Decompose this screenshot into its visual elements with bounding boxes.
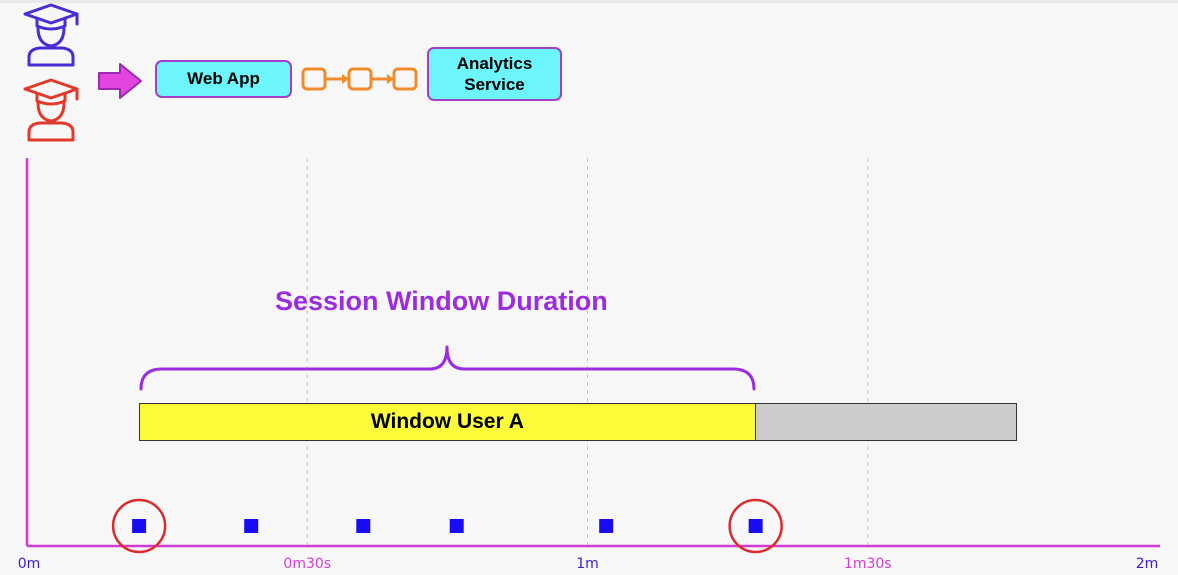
user-a-icon [23,3,79,67]
x-tick-label: 1m [576,556,599,572]
event-marker [449,519,464,533]
window-user-a-bar: Window User A [139,403,756,441]
inactivity-gap-bar [754,403,1018,441]
user-b-icon [23,78,79,142]
highlight-circle [728,498,783,554]
event-marker [599,519,614,533]
highlight-circle [111,498,167,554]
event-marker [132,519,147,533]
right-arrow-icon [98,63,142,99]
window-user-a-label: Window User A [370,410,524,433]
event-marker [356,519,371,533]
web-app-box: Web App [155,60,292,98]
event-marker [244,519,259,533]
x-tick-label: 0m [17,556,41,572]
session-window-duration-label: Session Window Duration [275,286,608,316]
duration-brace [139,345,756,391]
x-tick-label: 0m30s [283,556,332,572]
top-divider [0,0,1178,3]
x-tick-label: 2m [1135,556,1159,572]
event-marker [748,519,763,533]
x-tick-label: 1m30s [843,556,892,572]
stream-icon [301,67,418,91]
analytics-service-box: Analytics Service [427,47,562,101]
